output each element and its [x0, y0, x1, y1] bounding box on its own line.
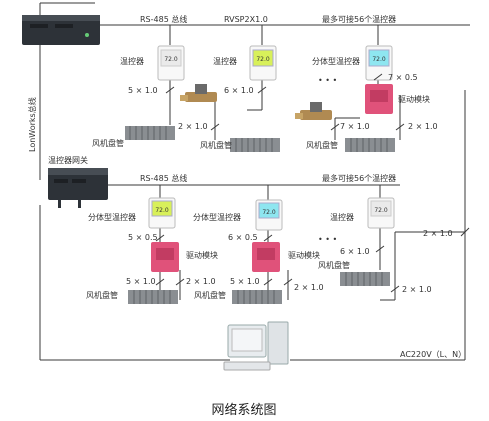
drive-module-label-bottom-1: 驱动模块	[186, 250, 218, 260]
thermostat-display: 72.0	[164, 56, 178, 63]
valve-top-1	[180, 84, 217, 102]
spec-2x10-bottom-3: 2 × 1.0	[402, 285, 432, 294]
max-56-label-bottom: 最多可接56个温控器	[322, 173, 396, 183]
spec-2x10-top-1: 2 × 1.0	[178, 122, 208, 131]
drive-module-label-bottom-2: 驱动模块	[288, 250, 320, 260]
spec-5x10-top: 5 × 1.0	[128, 86, 158, 95]
drive-module-bottom-2	[252, 242, 280, 272]
thermostat-display: 72.0	[256, 56, 270, 63]
spec-6x10-bottom: 6 × 1.0	[340, 247, 370, 256]
labels: RS-485 总线 RVSP2X1.0 最多可接56个温控器 温控器 温控器 分…	[27, 14, 466, 418]
spec-6x05-bottom: 6 × 0.5	[228, 233, 258, 242]
drive-module-bottom-1	[151, 242, 179, 272]
thermostat-display: 72.0	[262, 209, 276, 216]
thermostat-top-3: 72.0	[365, 45, 393, 81]
thermostat-bottom-3: 72.0	[367, 197, 395, 229]
fancoil-label-bottom-1: 风机盘管	[86, 290, 118, 300]
fancoil-top-1	[125, 126, 175, 140]
fancoil-label-top-1: 风机盘管	[92, 138, 124, 148]
spec-7x05-top: 7 × 0.5	[388, 73, 418, 82]
thermostat-bottom-1: 72.0	[148, 197, 176, 229]
fancoil-label-bottom-2: 风机盘管	[194, 290, 226, 300]
spec-2x10-bottom-2: 2 × 1.0	[294, 283, 324, 292]
spec-5x10-bottom-2: 5 × 1.0	[230, 277, 260, 286]
split-thermostat-label-top: 分体型温控器	[312, 56, 360, 66]
drive-module-label-top: 驱动模块	[398, 94, 430, 104]
valve-top-2	[295, 102, 332, 120]
spec-7x10-top: 7 × 1.0	[340, 122, 370, 131]
thermostat-label-top-1: 温控器	[120, 56, 144, 66]
thermostat-top-2: 72.0	[249, 45, 277, 81]
spec-6x10-top: 6 × 1.0	[224, 86, 254, 95]
thermostat-display: 72.0	[374, 207, 388, 214]
spec-2x10-bottom-1: 2 × 1.0	[186, 277, 216, 286]
wire-slash-marks	[155, 73, 470, 293]
split-thermostat-label-bottom-1: 分体型温控器	[88, 212, 136, 222]
thermostat-top-1: 72.0	[157, 45, 185, 81]
gateway-label: 温控器网关	[48, 155, 88, 165]
fancoil-bottom-1	[128, 290, 178, 304]
lonworks-bus-label: LonWorks总线	[27, 97, 37, 152]
split-thermostat-label-bottom-2: 分体型温控器	[193, 212, 241, 222]
thermostat-display: 72.0	[372, 56, 386, 63]
top-gateway	[22, 15, 100, 45]
fancoil-bottom-3	[340, 272, 390, 286]
rs485-bus-label-top: RS-485 总线	[140, 14, 187, 24]
ellipsis-top: • • •	[318, 76, 337, 85]
diagram-title: 网络系统图	[211, 402, 276, 418]
fancoil-label-bottom-3: 风机盘管	[318, 260, 350, 270]
fancoil-bottom-2	[232, 290, 282, 304]
ellipsis-bottom: • • •	[318, 235, 337, 244]
spec-2x10-top-2: 2 × 1.0	[408, 122, 438, 131]
thermostat-bottom-2: 72.0	[255, 199, 283, 231]
wiring	[39, 2, 470, 361]
fancoil-label-top-3: 风机盘管	[306, 140, 338, 150]
thermostat-label-bottom-3: 温控器	[330, 212, 354, 222]
fancoil-label-top-2: 风机盘管	[200, 140, 232, 150]
spec-2x10-right: 2 × 1.0	[423, 229, 453, 238]
computer-icon	[223, 321, 289, 371]
fancoil-top-3	[345, 138, 395, 152]
max-56-label-top: 最多可接56个温控器	[322, 14, 396, 24]
spec-5x05-bottom: 5 × 0.5	[128, 233, 158, 242]
thermostat-label-top-2: 温控器	[213, 56, 237, 66]
bottom-gateway	[48, 168, 108, 208]
spec-5x10-bottom-1: 5 × 1.0	[126, 277, 156, 286]
rs485-bus-label-bottom: RS-485 总线	[140, 173, 187, 183]
drive-module-top	[365, 84, 393, 114]
rvsp-cable-label: RVSP2X1.0	[224, 15, 268, 24]
thermostat-display: 72.0	[155, 207, 169, 214]
fancoil-top-2	[230, 138, 280, 152]
ac-power-label: AC220V（L、N）	[400, 350, 466, 359]
